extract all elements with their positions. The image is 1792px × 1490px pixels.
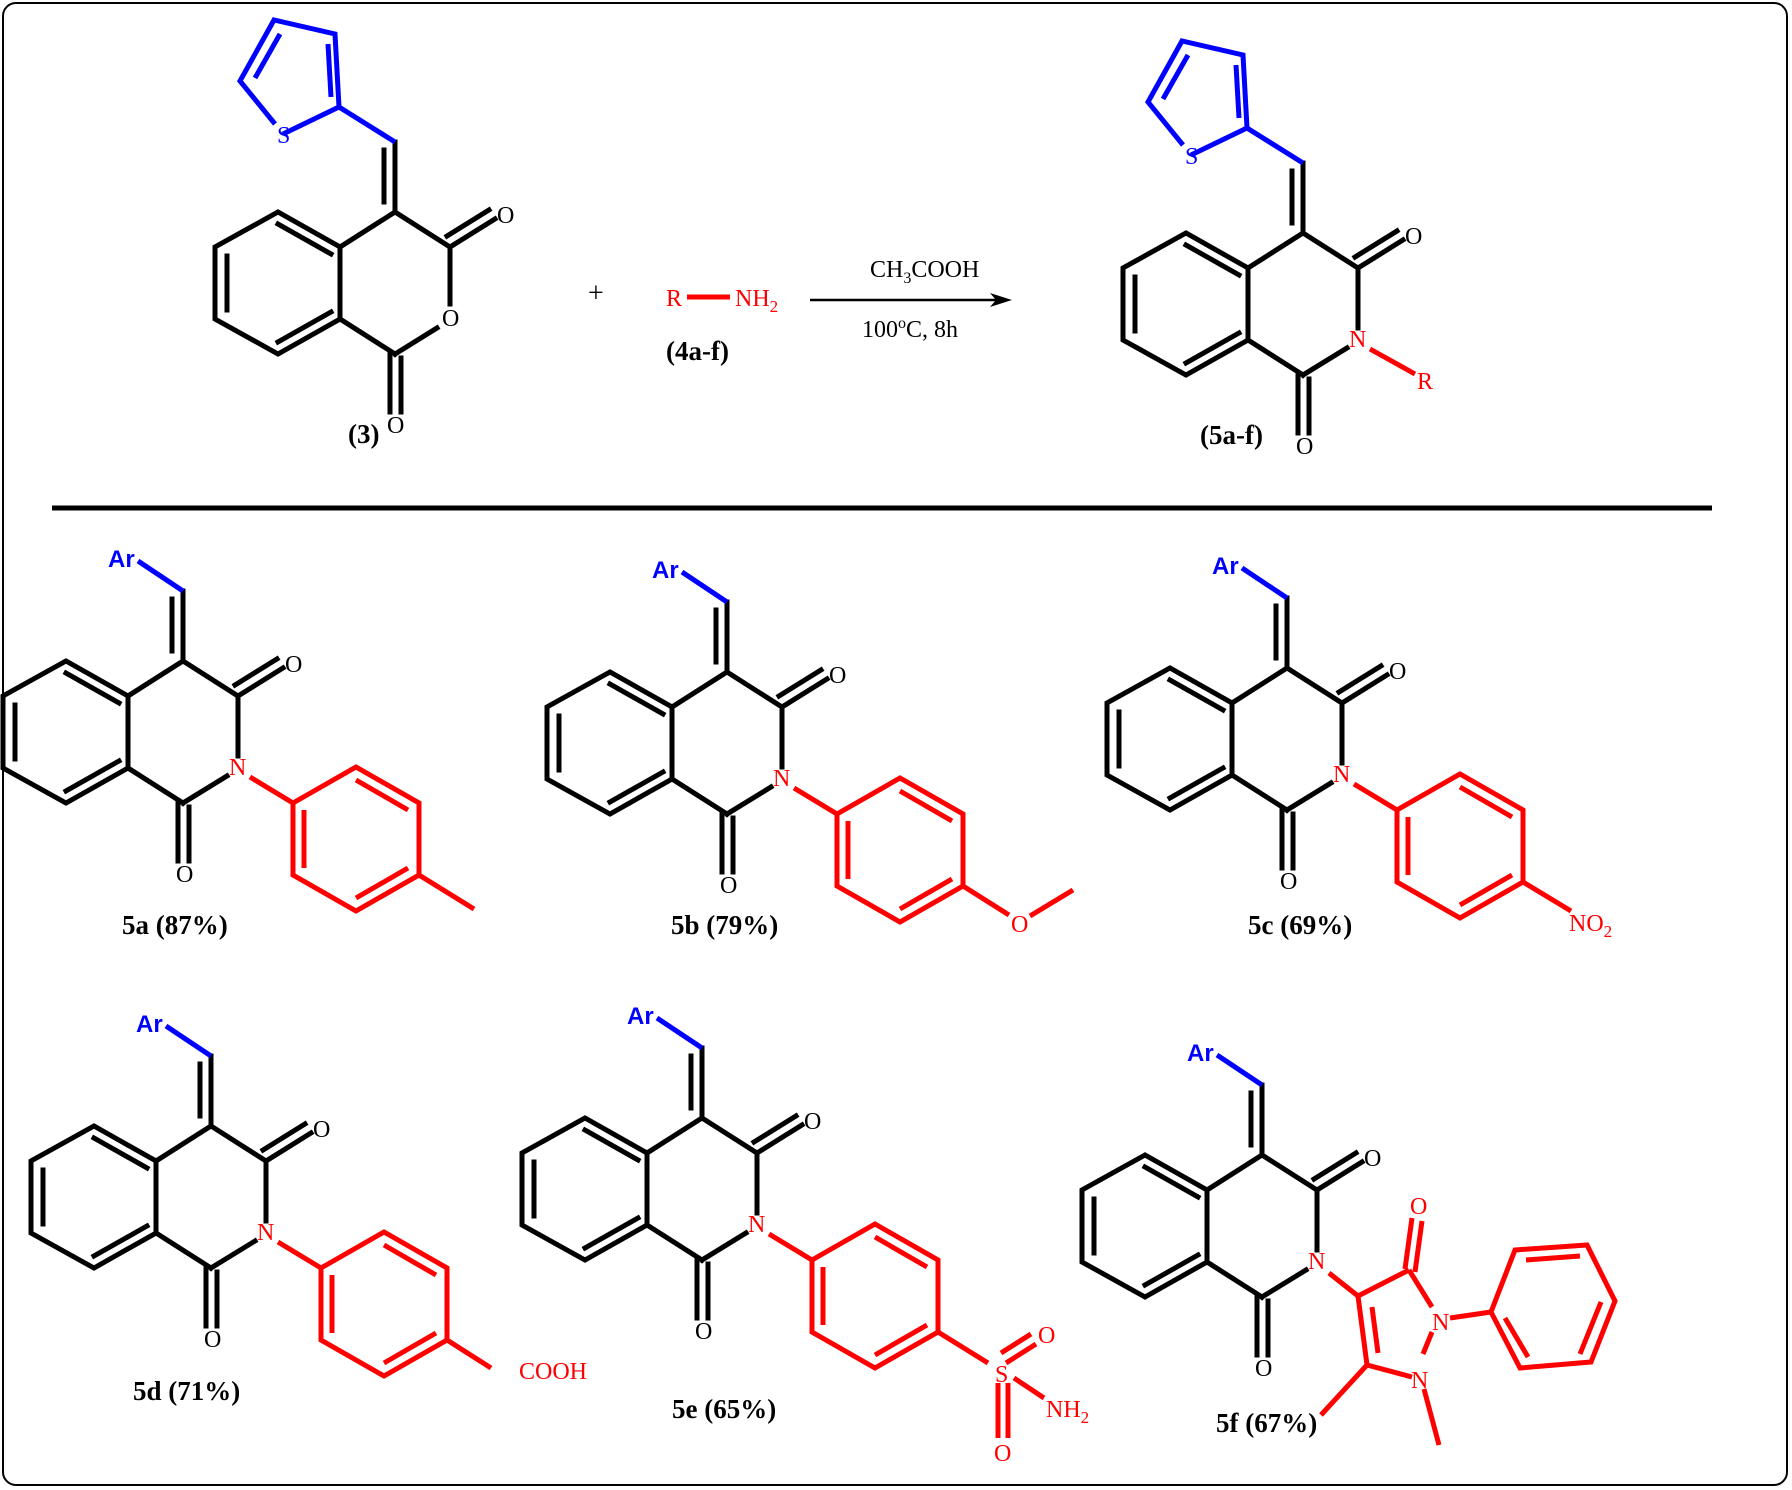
carbonyl-oxygen-bottom: O <box>1280 869 1297 895</box>
carbonyl-oxygen-bottom: O <box>695 1319 712 1345</box>
svg-text:NH2: NH2 <box>735 286 778 316</box>
aryl-label: Ar <box>652 557 679 584</box>
condition-rest: C, 8h <box>906 317 958 343</box>
compound-5d: Ar O N O COOH <box>31 1011 587 1385</box>
sulfonyl-oxygen-top: O <box>1038 1323 1055 1349</box>
carbonyl-oxygen-top: O <box>804 1109 821 1135</box>
condition-temp: 100 <box>862 317 898 343</box>
carbonyl-oxygen-bottom: O <box>1296 434 1313 460</box>
compound-5e-label: 5e (65%) <box>672 1394 776 1424</box>
svg-text:CH3COOH: CH3COOH <box>870 257 979 287</box>
sulfonamide-nh: NH <box>1046 1397 1081 1423</box>
amine-nh: NH <box>735 286 770 312</box>
compound-5c-label: 5c (69%) <box>1248 910 1352 940</box>
imide-nitrogen: N <box>748 1212 765 1238</box>
compound-5a-label: 5a (87%) <box>122 910 228 940</box>
degree-symbol: o <box>898 315 906 332</box>
imide-nitrogen: N <box>257 1220 274 1246</box>
imide-nitrogen: N <box>1333 762 1350 788</box>
aryl-label: Ar <box>1187 1040 1214 1067</box>
aryl-label: Ar <box>1212 553 1239 580</box>
reagent-ch: CH <box>870 257 903 283</box>
compound-5f-label: 5f (67%) <box>1216 1408 1317 1438</box>
carbonyl-oxygen-top: O <box>829 663 846 689</box>
reaction-arrow: CH3COOH 100oC, 8h <box>810 257 1012 343</box>
plus-sign: + <box>588 278 604 309</box>
aryl-label: Ar <box>108 546 135 573</box>
reagent-sub: 3 <box>903 270 911 287</box>
r-group: R <box>1417 369 1433 395</box>
sulfonyl-sulfur: S <box>995 1362 1008 1388</box>
carbonyl-oxygen-bottom: O <box>204 1327 221 1353</box>
nitro-group: NO <box>1569 911 1604 937</box>
svg-text:100oC, 8h: 100oC, 8h <box>862 315 958 343</box>
carbonyl-oxygen-top: O <box>285 652 302 678</box>
compound-5b-label: 5b (79%) <box>671 910 778 940</box>
carbonyl-oxygen-bottom: O <box>176 862 193 888</box>
imide-nitrogen: N <box>773 766 790 792</box>
carbonyl-oxygen-top: O <box>497 203 514 229</box>
aryl-label: Ar <box>627 1003 654 1030</box>
reactant-4-structure: R NH2 <box>666 286 778 316</box>
svg-text:NO2: NO2 <box>1569 911 1612 941</box>
pyrazolone-n2: N <box>1432 1310 1449 1336</box>
imide-nitrogen: N <box>1349 327 1366 353</box>
carbonyl-oxygen-top: O <box>313 1117 330 1143</box>
product-label: (5a-f) <box>1200 420 1263 450</box>
carbonyl-oxygen-top: O <box>1405 224 1422 250</box>
imide-nitrogen: N <box>1308 1249 1325 1275</box>
carbonyl-oxygen-top: O <box>1389 659 1406 685</box>
svg-text:NH2: NH2 <box>1046 1397 1089 1427</box>
r-group: R <box>666 286 682 312</box>
thiophene-sulfur: S <box>1185 144 1198 170</box>
methoxy-oxygen: O <box>1011 912 1028 938</box>
reactant-4-label: (4a-f) <box>666 336 729 366</box>
pyrazolone-oxygen: O <box>1410 1194 1427 1220</box>
compound-5d-label: 5d (71%) <box>133 1376 240 1406</box>
sulfonyl-oxygen-bottom: O <box>994 1441 1011 1467</box>
aryl-label: Ar <box>136 1011 163 1038</box>
compound-5f: Ar O N O O N N <box>1082 1040 1618 1446</box>
carbonyl-oxygen-bottom: O <box>387 413 404 439</box>
sulfonamide-subscript: 2 <box>1081 1408 1090 1427</box>
pyrazolone-n1: N <box>1411 1368 1428 1394</box>
nitro-subscript: 2 <box>1604 922 1613 941</box>
imide-nitrogen: N <box>229 755 246 781</box>
amine-subscript: 2 <box>770 297 779 316</box>
compound-5a: Ar O N O <box>3 546 476 911</box>
carbonyl-oxygen-top: O <box>1364 1146 1381 1172</box>
thiophene-sulfur: S <box>277 123 290 149</box>
carbonyl-oxygen-bottom: O <box>720 873 737 899</box>
compound-5b: Ar O N O O <box>547 557 1075 938</box>
compound-5e: Ar O N O S O O NH2 <box>522 1003 1089 1467</box>
reagent-cooh: COOH <box>911 257 979 283</box>
reactant-3-label: (3) <box>348 419 379 449</box>
product-structure: S O N R O <box>1123 38 1433 460</box>
carboxylic-acid-group: COOH <box>519 1359 587 1385</box>
carbonyl-oxygen-bottom: O <box>1255 1356 1272 1382</box>
reactant-3-structure: S O O O <box>212 17 514 439</box>
compound-5c: Ar O N O NO2 <box>1107 553 1612 941</box>
ring-oxygen: O <box>442 306 459 332</box>
